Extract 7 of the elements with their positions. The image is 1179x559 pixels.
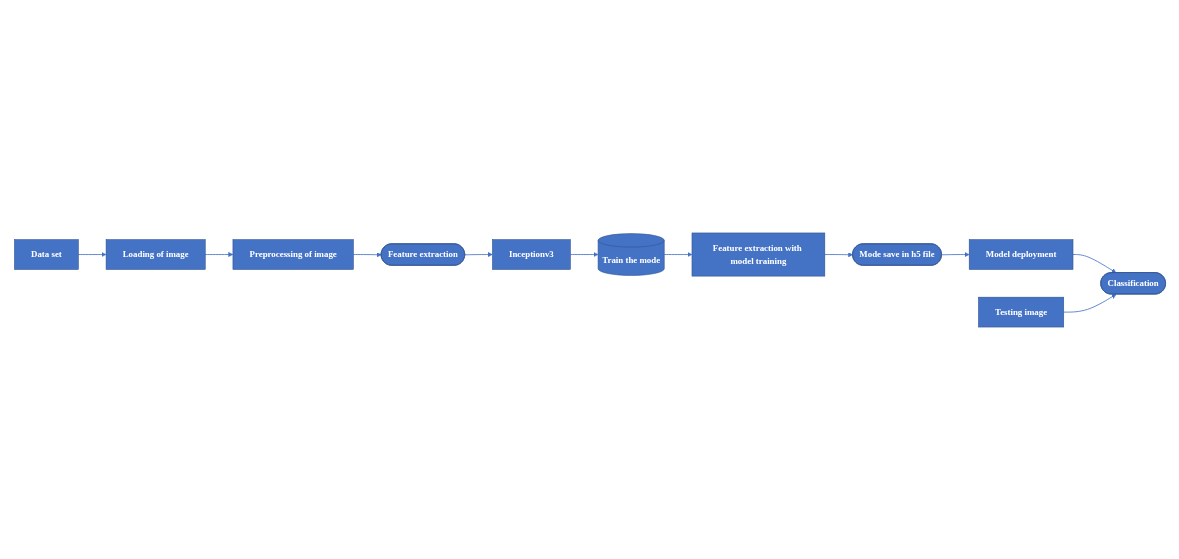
node-box: Feature extraction with model training bbox=[691, 232, 825, 276]
node-box: Model deployment bbox=[968, 238, 1073, 270]
node-box: Testing image bbox=[977, 296, 1064, 327]
node-box: Loading of image bbox=[105, 238, 206, 270]
node-box: Data set bbox=[13, 238, 79, 270]
node-box: Inceptionv3 bbox=[491, 238, 571, 270]
node-box: Preprocessing of image bbox=[232, 238, 354, 270]
